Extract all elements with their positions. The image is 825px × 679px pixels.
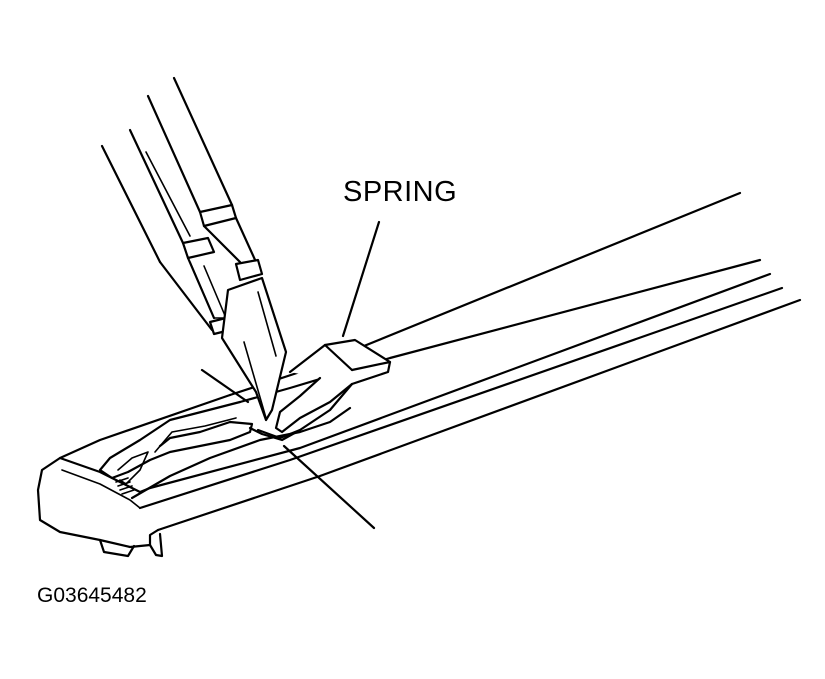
end-cap-lower-lip [98, 538, 136, 558]
latch-leader-line-upper [200, 368, 250, 404]
tool-blade [220, 276, 288, 422]
tool-shaft-line-1 [172, 76, 234, 207]
end-cap-notch [148, 532, 164, 558]
spring-top-face [274, 338, 392, 434]
tool-shaft-line-4 [100, 144, 162, 264]
latch-arm [130, 406, 352, 500]
tool-mid-line-2 [234, 216, 258, 264]
tool-shaft-line-3 [128, 128, 185, 245]
spring-clip-icon [248, 338, 392, 442]
latch-leader-line-lower [282, 444, 376, 530]
latch-outline [98, 400, 254, 480]
tool-collar [234, 258, 264, 282]
tool-blade-edge [243, 341, 267, 419]
tool-ferrule-lower [181, 236, 216, 260]
spring-edge-line [323, 343, 354, 372]
tool-mid-line-1 [202, 224, 242, 264]
rail-bottom-edge [156, 298, 802, 532]
spring-leader-line [341, 220, 381, 338]
rail-channel-middle [148, 272, 772, 490]
spring-shank [248, 382, 354, 442]
tool-shaft-line-5 [145, 151, 191, 237]
figure-code: G03645482 [37, 584, 147, 607]
tool-blade-bevel [257, 291, 277, 357]
end-cap-outline [36, 393, 232, 549]
tool-ferrule-upper [198, 203, 238, 228]
tool-mid-line-4 [158, 260, 214, 332]
latch-inner [154, 417, 237, 453]
screwdriver-blade-icon [100, 76, 288, 422]
latch-teeth [115, 477, 135, 495]
spring-front-edge [350, 360, 392, 372]
end-cap-inner-edge [61, 469, 141, 509]
rail-channel-lower [138, 286, 784, 510]
tool-collar-inner [189, 261, 227, 319]
tool-shaft-line-2 [146, 94, 202, 214]
spring-label: SPRING [343, 176, 458, 208]
